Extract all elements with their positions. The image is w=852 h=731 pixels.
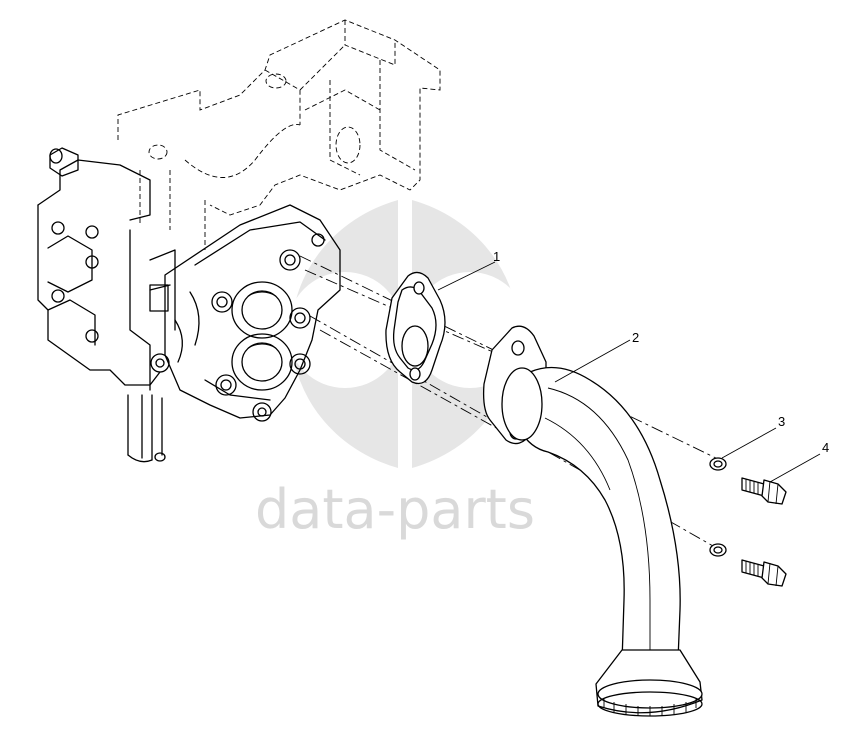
callout-label-4: 4 (822, 440, 829, 455)
callout-3: 3 (721, 414, 785, 459)
callout-label-2: 2 (632, 330, 639, 345)
callout-label-1: 1 (493, 249, 500, 264)
watermark-text: data-parts (255, 478, 535, 541)
callout-label-3: 3 (778, 414, 785, 429)
callout-4: 4 (769, 440, 829, 483)
gasket-part-1 (385, 271, 446, 385)
callout-1: 1 (437, 249, 500, 291)
callout-2: 2 (554, 330, 639, 383)
suction-pipe-part-2 (482, 325, 703, 717)
watermark-logo (287, 190, 528, 480)
bolt-part-4 (741, 477, 787, 587)
washer-part-3 (709, 457, 727, 557)
engine-block-assembly (37, 19, 441, 463)
